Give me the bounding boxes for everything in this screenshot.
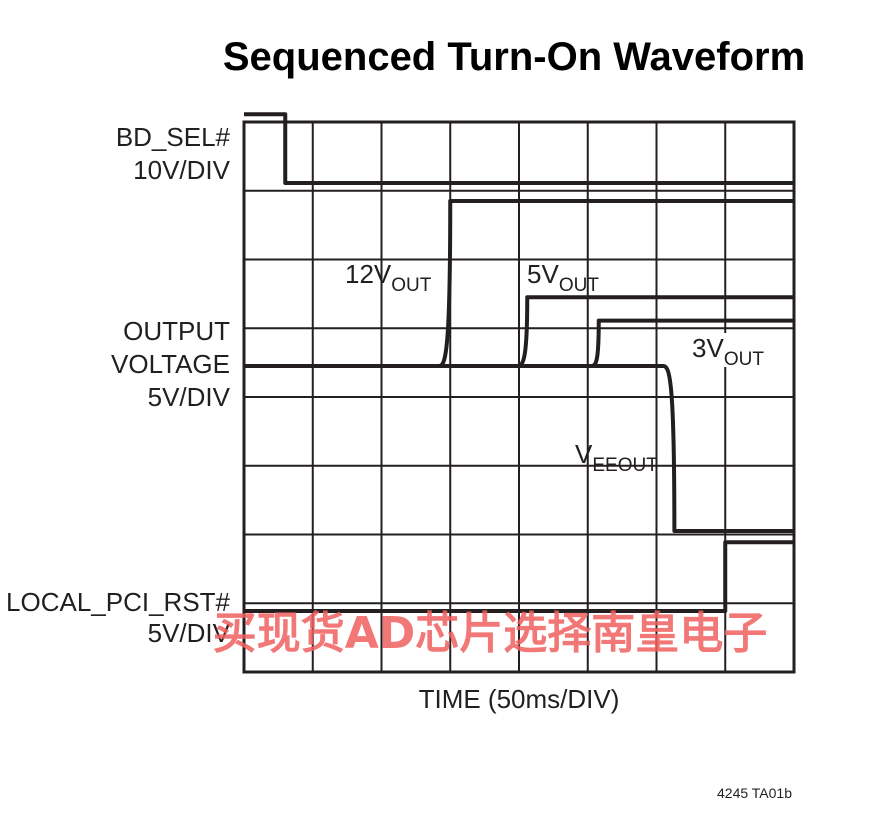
grid xyxy=(244,122,794,672)
trace-labels: 12VOUT 5VOUT 3VOUT VEEOUT xyxy=(345,259,768,476)
channel-label: 5V/DIV xyxy=(148,618,231,648)
channel-label: 10V/DIV xyxy=(133,155,230,185)
channel-label: VOLTAGE xyxy=(111,349,230,379)
trace-label-3v-out: 3VOUT xyxy=(692,333,764,370)
figure-code: 4245 TA01b xyxy=(717,785,792,801)
channel-label: 5V/DIV xyxy=(148,382,231,412)
trace-label-12v-out: 12VOUT xyxy=(345,259,432,296)
trace-label-5v-out: 5VOUT xyxy=(527,259,599,296)
channel-label: BD_SEL# xyxy=(116,122,231,152)
label-backdrop xyxy=(686,333,768,367)
chart-title: Sequenced Turn-On Waveform xyxy=(223,35,805,79)
traces xyxy=(244,112,794,613)
trace-vee-out xyxy=(244,364,794,533)
x-axis-label: TIME (50ms/DIV) xyxy=(419,684,620,714)
watermark-text: 买现货AD芯片选择南皇电子 xyxy=(213,608,768,659)
trace-bd-sel- xyxy=(244,112,794,185)
channel-label: LOCAL_PCI_RST# xyxy=(6,587,231,617)
channel-labels: BD_SEL#10V/DIVOUTPUTVOLTAGE5V/DIVLOCAL_P… xyxy=(6,122,231,648)
plot-frame xyxy=(242,120,796,674)
channel-label: OUTPUT xyxy=(123,316,230,346)
trace-label-vee-out: VEEOUT xyxy=(575,439,658,476)
trace-local-pci-rst- xyxy=(244,540,794,613)
